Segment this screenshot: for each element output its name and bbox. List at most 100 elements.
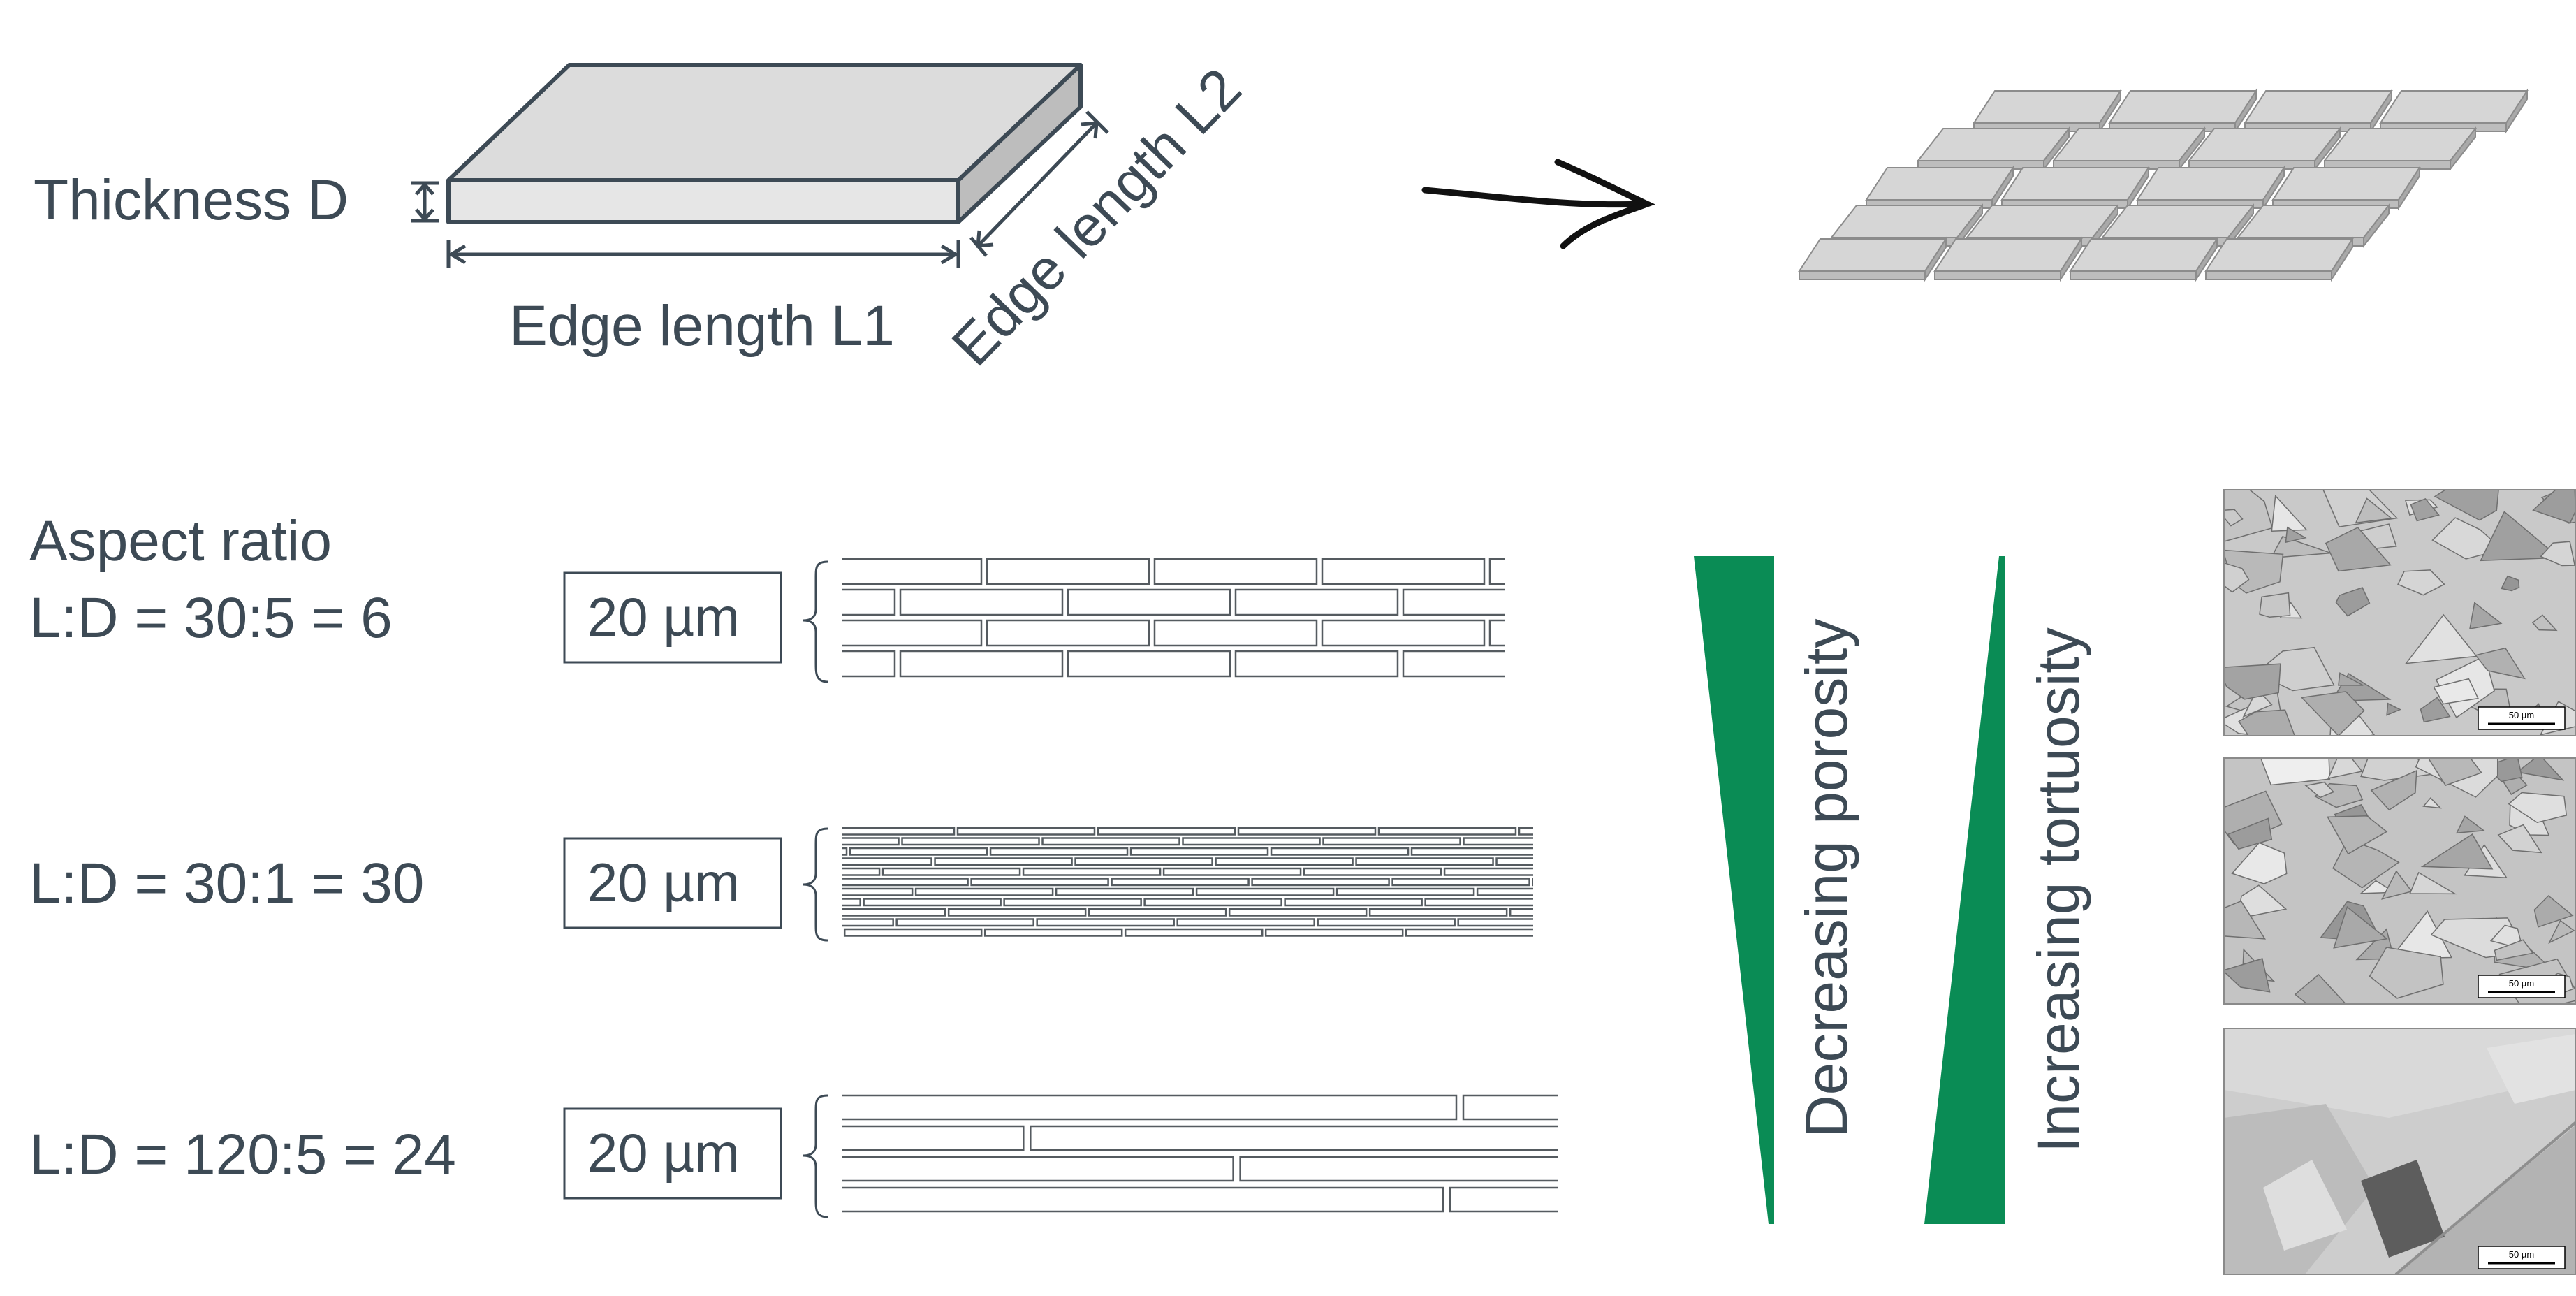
flake (2224, 509, 2244, 527)
brick (1566, 899, 1703, 906)
brick (1097, 827, 1236, 836)
brick (1509, 908, 1533, 917)
flake (2285, 526, 2307, 544)
brick (1405, 928, 1533, 937)
brick (1604, 838, 1741, 845)
thickness-label: Thickness D (34, 168, 349, 232)
brick (989, 847, 1129, 856)
flake (2508, 792, 2568, 824)
flake (2325, 527, 2392, 572)
scale-box-2: 20 µm (563, 837, 782, 929)
flake (2540, 541, 2576, 567)
stacked-platelet (2379, 88, 2529, 134)
brick (1424, 898, 1533, 907)
platelet-front-face (446, 178, 960, 224)
brick (842, 908, 946, 917)
brick (1585, 868, 1722, 875)
brick (1143, 898, 1282, 907)
brick (1476, 887, 1533, 896)
brick (1457, 918, 1533, 927)
flake (2338, 672, 2364, 686)
stacked-platelet (1798, 236, 1947, 282)
brick (1067, 588, 1231, 616)
brick (1270, 847, 1410, 856)
flake (2304, 781, 2335, 799)
brick-schematic-1 (842, 558, 1505, 678)
brick (1074, 857, 1213, 866)
decreasing-porosity-label: Decreasing porosity (1794, 619, 1859, 1137)
brick (842, 588, 896, 616)
brick (843, 928, 983, 937)
flake (2433, 678, 2479, 705)
edge-l1-label: Edge length L1 (509, 294, 895, 358)
brick (1234, 588, 1399, 616)
scale-box-3: 20 µm (563, 1107, 782, 1200)
micrograph-scale-label-1: 50 µm (2509, 710, 2534, 720)
brick (1391, 878, 1530, 887)
brace-2 (803, 827, 828, 942)
platelet-side-face (956, 63, 1083, 224)
flake (2409, 871, 2457, 895)
brick (901, 837, 1040, 846)
flake (2224, 490, 2274, 542)
brick (1410, 847, 1533, 856)
flake (2300, 691, 2365, 736)
flake (2469, 602, 2503, 629)
brick (1030, 1125, 1558, 1151)
micrograph-3 (2224, 1028, 2576, 1274)
flake (2327, 758, 2364, 780)
edge-l1-dimension (446, 240, 960, 268)
brick (956, 827, 1096, 836)
brick (899, 588, 1064, 616)
stacked-platelet (2244, 88, 2393, 134)
stacked-platelet (2271, 165, 2421, 211)
stacked-platelet (2187, 126, 2342, 171)
brick (1182, 837, 1321, 846)
brick (1495, 857, 1533, 866)
flake (2224, 900, 2267, 940)
flake (2224, 663, 2281, 700)
brick (1303, 867, 1442, 876)
brick (1488, 558, 1505, 585)
flake (2431, 517, 2504, 560)
brick (1284, 898, 1423, 907)
brick (842, 857, 932, 866)
stacked-platelet (2051, 126, 2207, 171)
brick (1111, 878, 1250, 887)
stacked-platelet (1865, 165, 2014, 211)
brick (983, 928, 1123, 937)
process-arrow (1421, 159, 1655, 249)
brick (1321, 619, 1486, 647)
brick (1022, 867, 1162, 876)
micrograph-scale-bar-1: 50 µm (2478, 706, 2566, 730)
ratio-label-3: L:D = 120:5 = 24 (29, 1123, 456, 1186)
brick (1463, 837, 1533, 846)
brick (677, 828, 814, 835)
brick (895, 918, 1034, 927)
flake (2231, 842, 2288, 884)
brick (1317, 918, 1456, 927)
stacked-platelet (2000, 165, 2150, 211)
flake (2474, 647, 2526, 680)
flake (2369, 947, 2444, 999)
flake (2260, 758, 2331, 786)
brick (1449, 1186, 1558, 1213)
brick (1041, 837, 1180, 846)
scale-label-1: 20 µm (587, 586, 740, 648)
brick (1239, 1156, 1558, 1182)
brick (1162, 867, 1302, 876)
brick (863, 898, 1002, 907)
brick (1322, 837, 1461, 846)
platelet-3d (446, 63, 1083, 224)
brick (970, 878, 1109, 887)
brick (1176, 918, 1315, 927)
flake (2532, 490, 2576, 524)
micrograph-scale-label-2: 50 µm (2509, 978, 2534, 989)
stacked-platelet (2136, 165, 2285, 211)
brick (1264, 928, 1404, 937)
flake (2236, 884, 2288, 919)
flake (2494, 939, 2534, 961)
flake (2410, 498, 2440, 522)
platelet-stack (1798, 88, 2529, 282)
brick (1443, 867, 1533, 876)
